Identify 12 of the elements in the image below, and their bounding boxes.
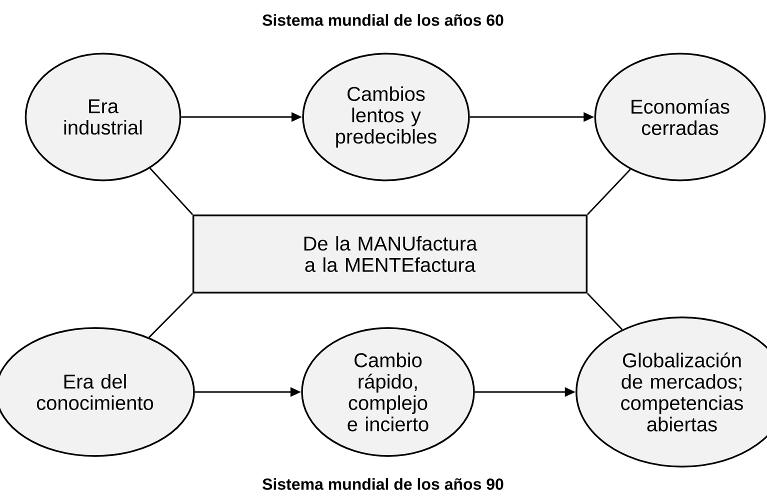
connector-line <box>587 293 623 330</box>
ellipse-node: Cambios lentos y predecibles <box>302 52 470 182</box>
ellipse-node: Globalización de mercados; competencias abiertas <box>576 316 767 468</box>
caption: Sistema mundial de los años 90 <box>262 478 504 490</box>
ellipse-node: Cambio rápido, complejo e incierto <box>301 327 475 457</box>
ellipse-node: Economías cerradas <box>594 52 766 182</box>
ellipse-node: Era industrial <box>24 52 182 182</box>
central-box: De la MANUfactura a la MENTEfactura <box>192 214 588 294</box>
connector-line <box>150 168 194 215</box>
connector-line <box>148 293 193 338</box>
connector-line <box>587 168 631 215</box>
heading: Sistema mundial de los años 60 <box>262 14 504 26</box>
